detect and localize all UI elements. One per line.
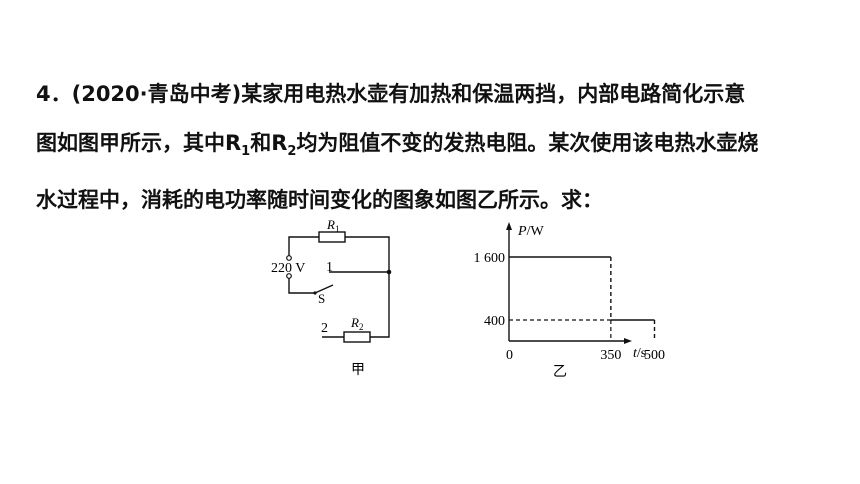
x-tick-label: 350 (600, 348, 621, 363)
contact-1-label: 1 (326, 260, 333, 275)
wire-top-left (288, 236, 319, 256)
x-axis-arrow (624, 338, 632, 344)
problem-text: 4．(2020·青岛中考)某家用电热水壶有加热和保温两挡，内部电路简化示意 图如… (36, 70, 836, 225)
problem-line-1: 4．(2020·青岛中考)某家用电热水壶有加热和保温两挡，内部电路简化示意 (36, 82, 746, 106)
origin-label: 0 (506, 348, 513, 363)
y-tick-label: 1 600 (474, 251, 506, 266)
voltage-label: 220 V (271, 261, 305, 276)
wire-bottom-left (288, 277, 315, 294)
y-tick-label: 400 (484, 314, 505, 329)
y-axis-arrow (506, 222, 512, 230)
x-axis-label: t/s (633, 346, 646, 361)
r1-label: R1 (326, 217, 339, 234)
chart-caption: 乙 (553, 364, 567, 380)
circuit-caption: 甲 (351, 363, 365, 378)
contact-2-label: 2 (321, 321, 328, 336)
problem-line-2: 图如图甲所示，其中R1和R2均为阻值不变的发热电阻。某次使用该电热水壶烧 (36, 131, 759, 160)
junction-dot (386, 269, 392, 275)
switch-blade (314, 284, 334, 294)
problem-line-3: 水过程中，消耗的电功率随时间变化的图象如图乙所示。求： (36, 188, 603, 213)
x-tick-label: 500 (644, 348, 665, 363)
terminal-top (286, 255, 292, 261)
switch-pivot (313, 291, 317, 295)
y-axis-label: P/W (517, 224, 544, 239)
terminal-bottom (286, 273, 292, 279)
r2-label: R2 (350, 315, 363, 332)
wire-top-right (345, 236, 390, 272)
wire-right (370, 272, 390, 338)
switch-label: S (318, 291, 325, 306)
